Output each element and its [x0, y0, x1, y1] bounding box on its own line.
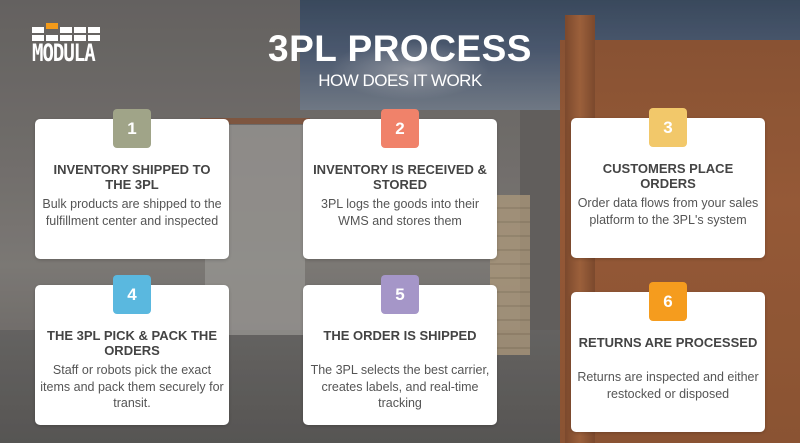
logo-cell — [32, 27, 44, 33]
logo-accent-cell — [46, 23, 58, 29]
step-title: THE 3PL PICK & PACK THE ORDERS — [47, 328, 217, 358]
step-title: INVENTORY SHIPPED TO THE 3PL — [53, 162, 211, 192]
step-description: 3PL logs the goods into their WMS and st… — [321, 197, 479, 228]
step-description: Bulk products are shipped to the fulfill… — [42, 197, 222, 228]
step-title: INVENTORY IS RECEIVED & STORED — [313, 162, 487, 192]
logo-cell — [74, 35, 86, 41]
logo-cell — [88, 27, 100, 33]
step-card-3: 3 CUSTOMERS PLACE ORDERS Order data flow… — [571, 108, 765, 258]
logo-cell — [88, 35, 100, 41]
step-number-badge: 1 — [113, 109, 151, 148]
step-card-6: 6 RETURNS ARE PROCESSED Returns are insp… — [571, 282, 765, 432]
step-number-badge: 6 — [649, 282, 687, 321]
trailer-frame — [200, 118, 310, 124]
step-description: Staff or robots pick the exact items and… — [40, 363, 224, 410]
step-number-badge: 5 — [381, 275, 419, 314]
step-card-2: 2 INVENTORY IS RECEIVED & STORED 3PL log… — [303, 109, 497, 259]
logo-wordmark: MODULA — [32, 39, 96, 67]
step-description: The 3PL selects the best carrier, create… — [310, 363, 490, 410]
step-card-1: 1 INVENTORY SHIPPED TO THE 3PL Bulk prod… — [35, 109, 229, 259]
step-description: Order data flows from your sales platfor… — [577, 196, 759, 227]
logo-cell — [32, 35, 44, 41]
step-card-5: 5 THE ORDER IS SHIPPED The 3PL selects t… — [303, 275, 497, 425]
step-title: CUSTOMERS PLACE ORDERS — [602, 161, 734, 191]
step-title: THE ORDER IS SHIPPED — [323, 328, 477, 343]
step-number-badge: 2 — [381, 109, 419, 148]
page-title: 3PL PROCESS — [268, 28, 532, 69]
logo-cell — [60, 35, 72, 41]
step-card-4: 4 THE 3PL PICK & PACK THE ORDERS Staff o… — [35, 275, 229, 425]
cloud — [330, 40, 490, 100]
logo-cell — [60, 27, 72, 33]
page-subtitle: HOW DOES IT WORK — [318, 71, 482, 90]
step-description: Returns are inspected and either restock… — [577, 370, 759, 401]
step-title: RETURNS ARE PROCESSED — [578, 335, 758, 350]
modula-logo: MODULA — [32, 23, 106, 65]
step-number-badge: 3 — [649, 108, 687, 147]
logo-cell — [46, 35, 58, 41]
step-number-badge: 4 — [113, 275, 151, 314]
logo-grid-icon — [32, 23, 106, 41]
logo-cell — [74, 27, 86, 33]
